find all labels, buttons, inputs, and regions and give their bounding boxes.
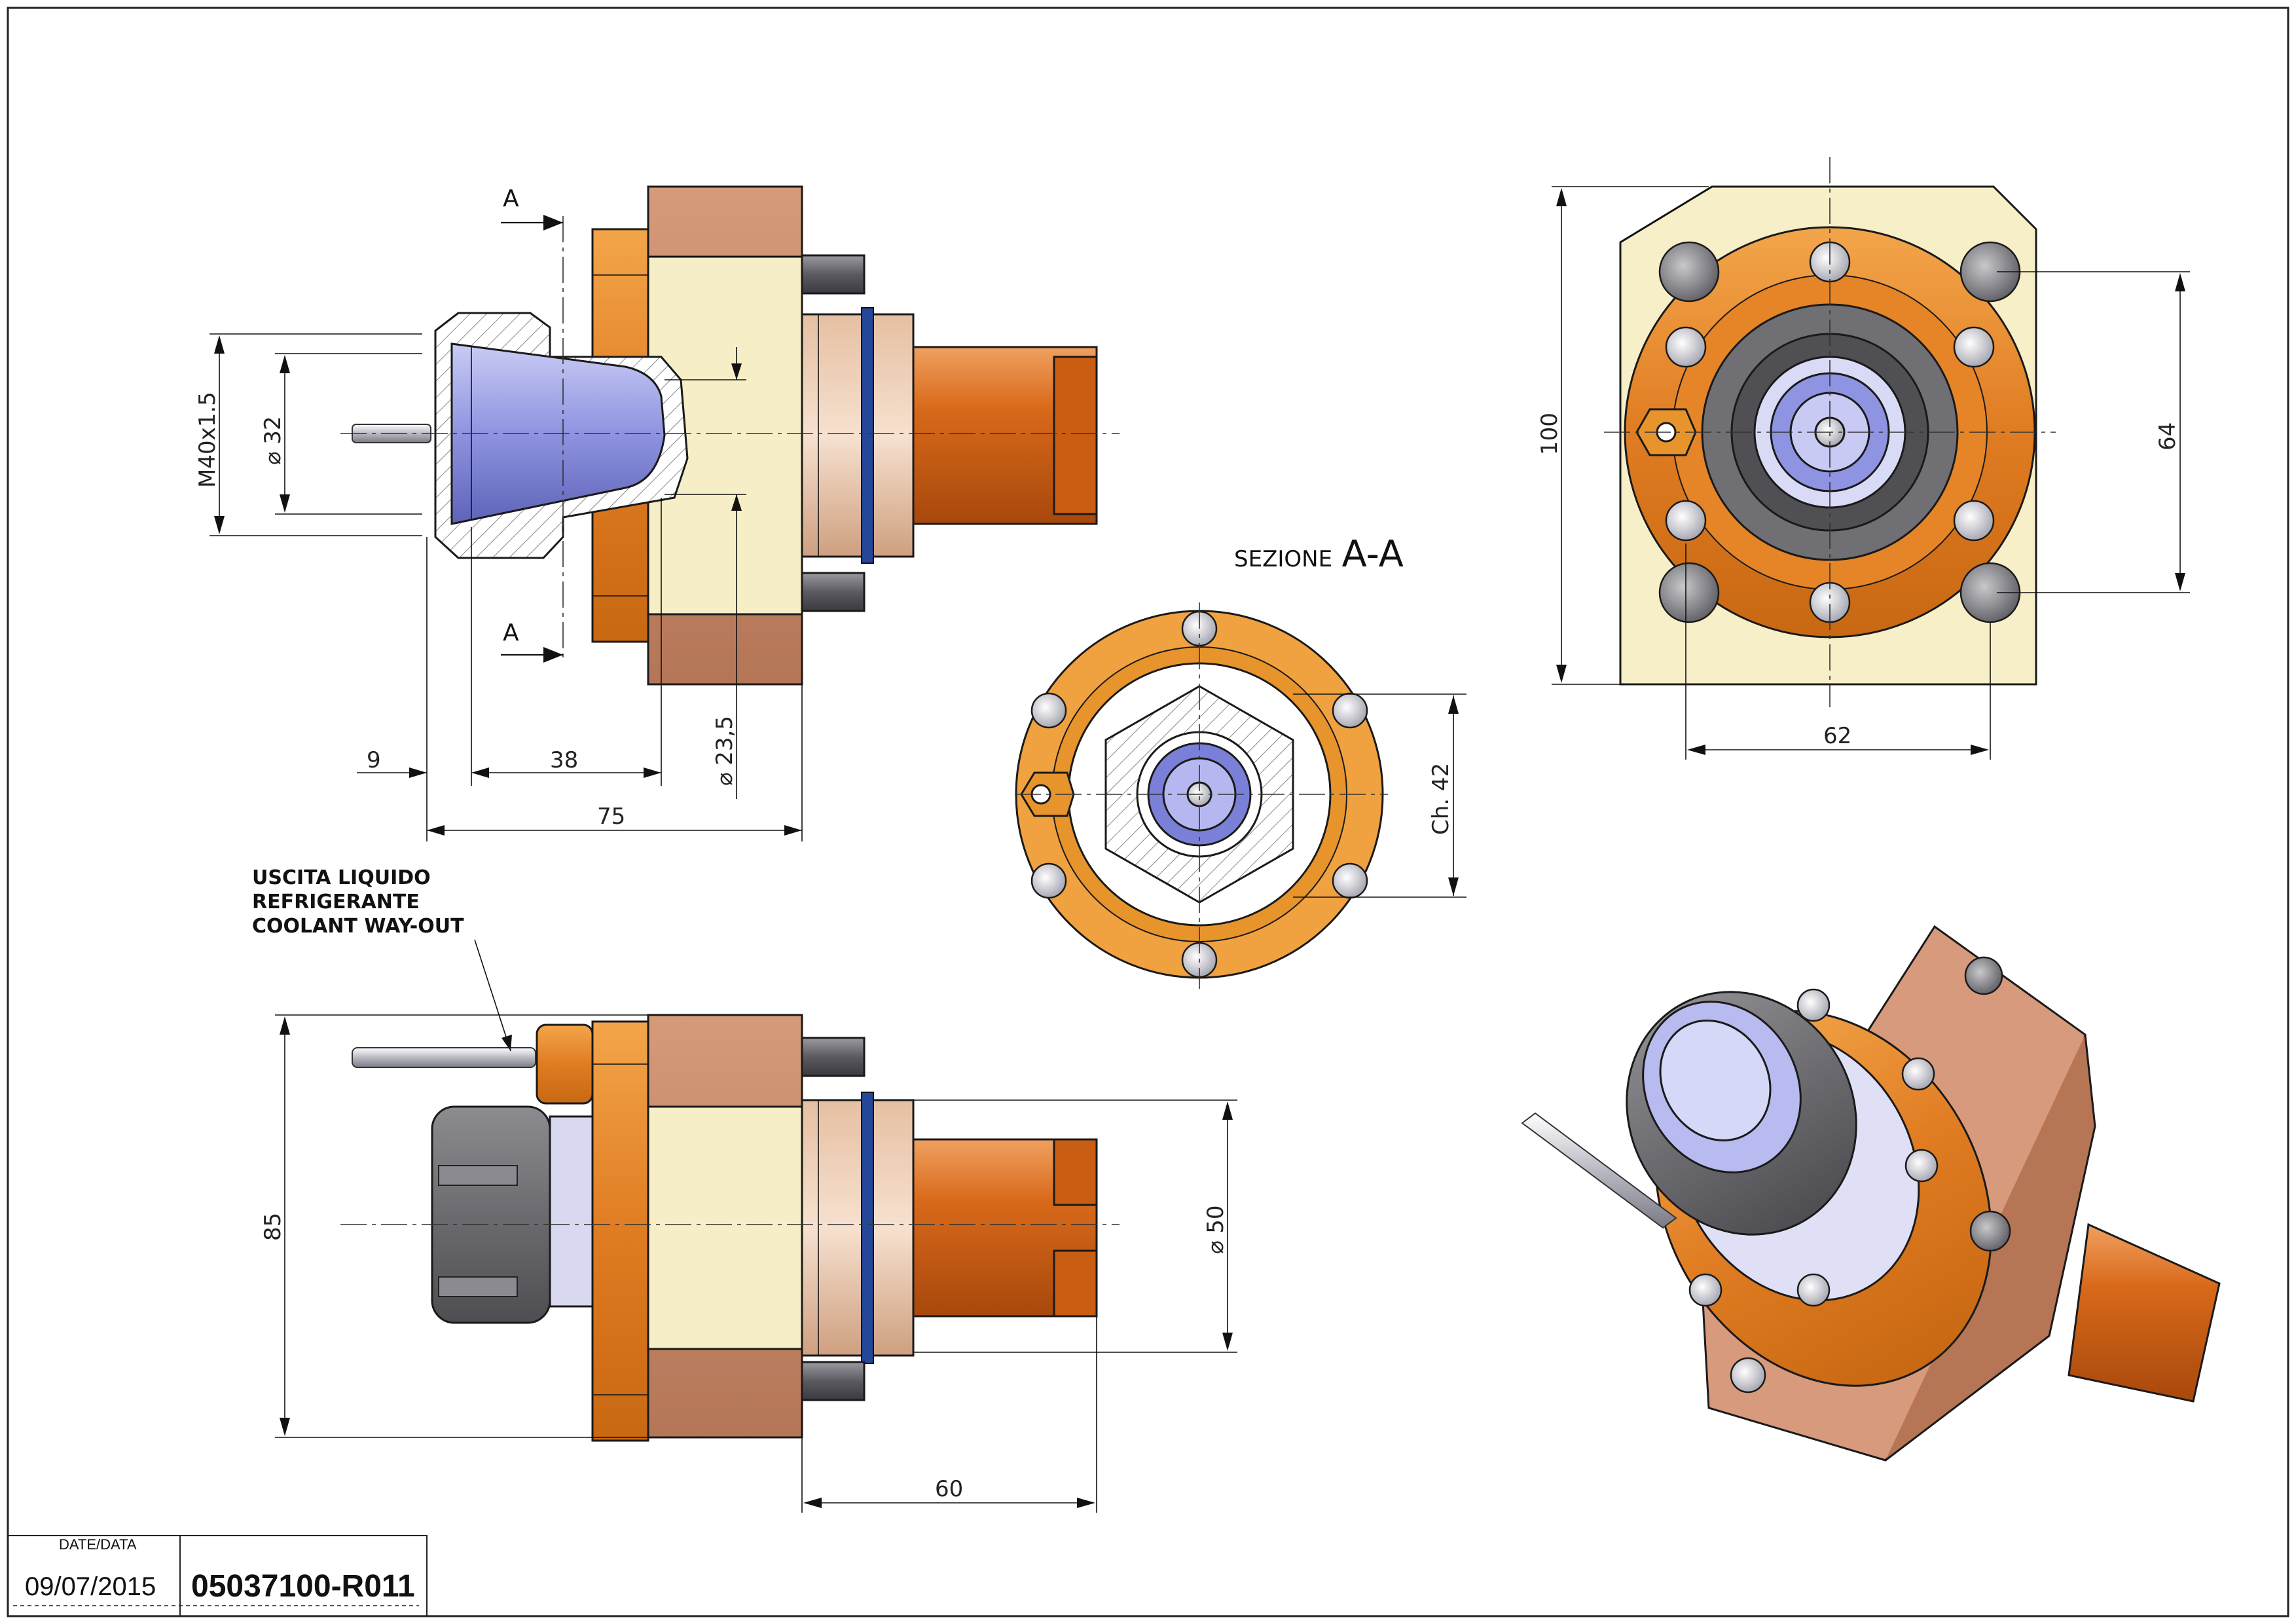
- dim-height-85: 85: [260, 1213, 286, 1241]
- dim-width-62: 62: [1823, 723, 1851, 749]
- dim-height-64: 64: [2155, 422, 2181, 451]
- dim-thread: M40x1.5: [194, 392, 221, 488]
- date-label: DATE/DATA: [59, 1536, 137, 1553]
- sheet-border: [7, 7, 2289, 1617]
- side-view-lower: USCITA LIQUIDO REFRIGERANTE COOLANT WAY-…: [252, 866, 1237, 1513]
- isometric-view: [1521, 925, 2221, 1462]
- date-value: 09/07/2015: [25, 1572, 156, 1601]
- dim-diameter-32: ⌀ 32: [260, 416, 286, 465]
- dim-diameter-50: ⌀ 50: [1203, 1205, 1229, 1254]
- dim-diameter-23-5: ⌀ 23,5: [712, 716, 738, 786]
- dim-length-9: 9: [367, 747, 381, 773]
- dim-height-100: 100: [1537, 413, 1563, 455]
- section-mark-a-bottom: A: [503, 619, 519, 646]
- drawing-code: 05037100-R011: [191, 1569, 415, 1604]
- note-line-1: USCITA LIQUIDO: [252, 866, 431, 889]
- section-view-a-a: SEZIONE A-A Ch. 42: [1015, 533, 1467, 989]
- section-mark-a-top: A: [503, 185, 519, 212]
- dim-length-75: 75: [597, 803, 625, 830]
- front-view: 100 64 62: [1537, 157, 2190, 760]
- section-view-title: SEZIONE A-A: [1234, 533, 1404, 576]
- title-block: DATE/DATA 09/07/2015 05037100-R011: [7, 1535, 428, 1617]
- dim-length-38: 38: [550, 747, 578, 773]
- note-line-2: REFRIGERANTE: [252, 891, 420, 913]
- dim-hex-ch42: Ch. 42: [1428, 763, 1454, 835]
- dim-length-60: 60: [935, 1476, 963, 1502]
- side-view-sectioned: A A M40x1.5 ⌀ 32 ⌀ 23,5 9 38 75: [194, 185, 1120, 841]
- note-line-3: COOLANT WAY-OUT: [252, 915, 464, 938]
